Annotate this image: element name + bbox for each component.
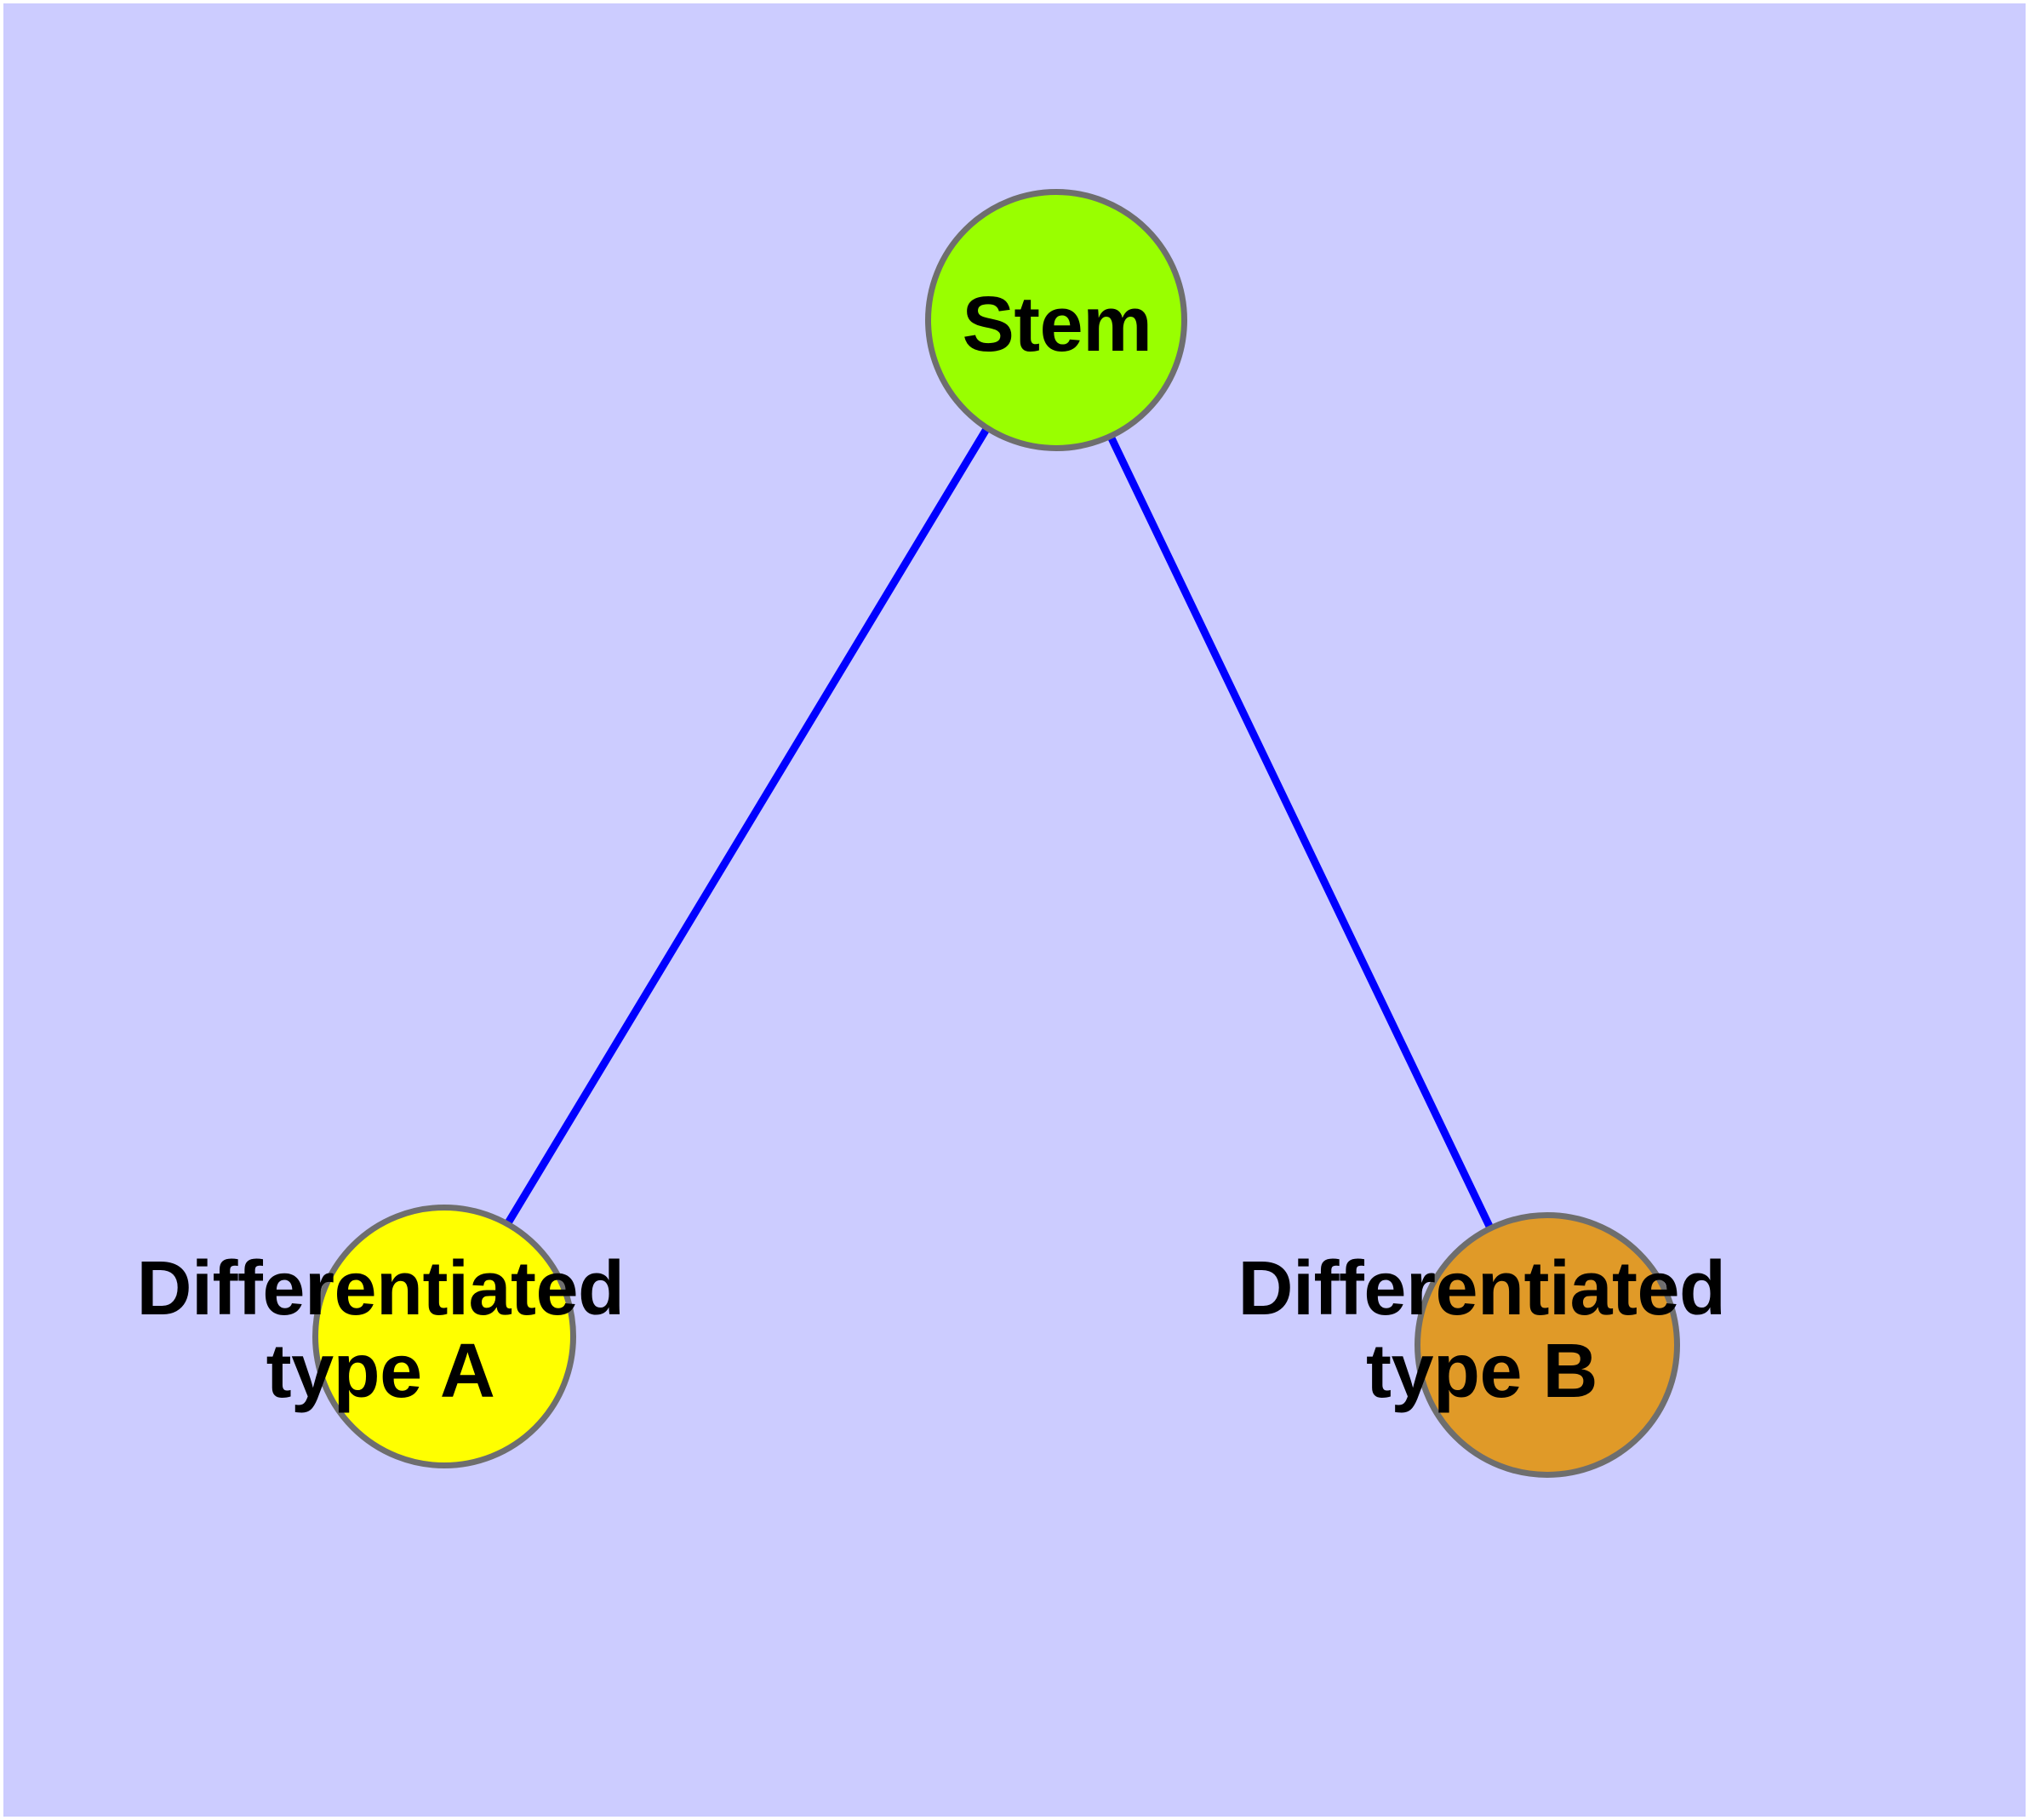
node-differentiated-type-a[interactable] xyxy=(312,1205,576,1468)
edge-stem-to-differentiated-type-a[interactable] xyxy=(437,313,1058,1337)
node-stem[interactable] xyxy=(925,189,1187,451)
edge-stem-to-differentiated-type-b[interactable] xyxy=(1049,313,1549,1346)
graph-surface: Stem Differentiated type A Differentiate… xyxy=(3,3,2026,1817)
edge-layer xyxy=(437,313,1549,1346)
node-differentiated-type-b[interactable] xyxy=(1415,1212,1680,1478)
